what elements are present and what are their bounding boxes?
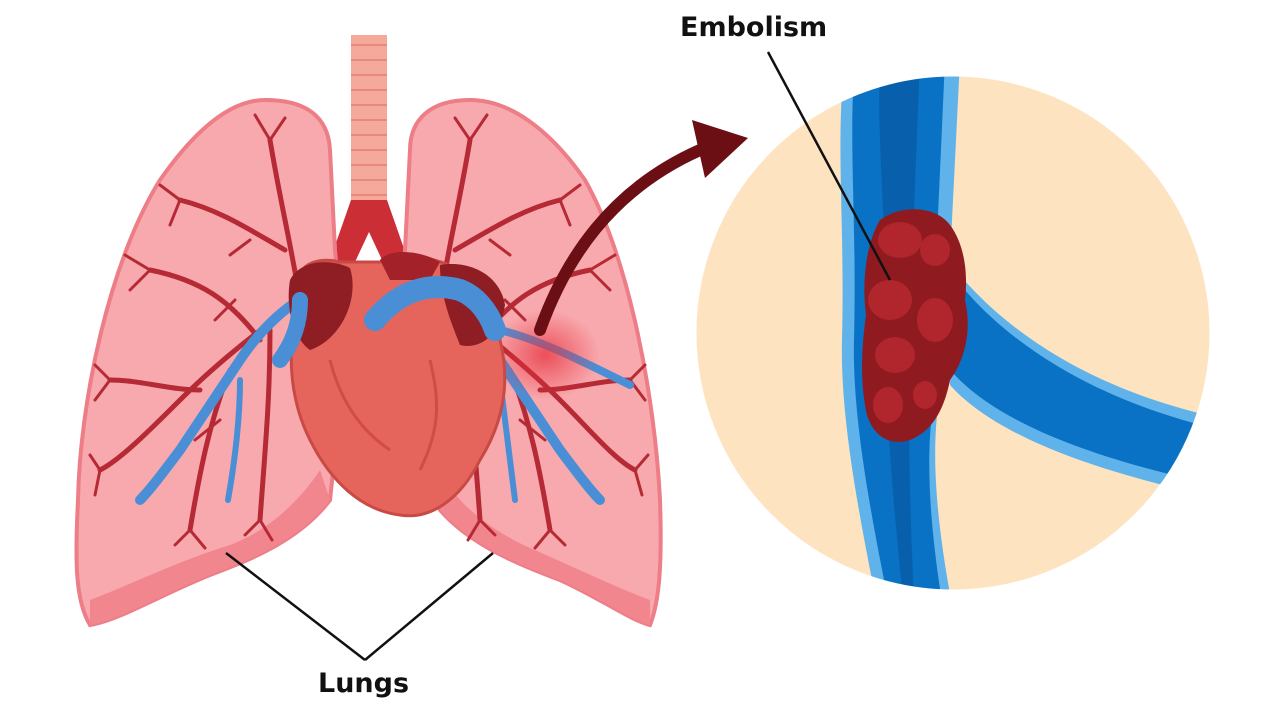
blood-clot bbox=[862, 209, 968, 442]
embolism-site-glow bbox=[490, 310, 600, 400]
lungs-label: Lungs bbox=[318, 668, 410, 699]
left-lung bbox=[74, 97, 348, 628]
trachea bbox=[330, 35, 408, 262]
callout-lines bbox=[225, 51, 892, 661]
embolism-callout-line bbox=[766, 51, 892, 281]
zoom-arrow bbox=[534, 120, 748, 336]
lungs-callout-line-left bbox=[225, 552, 366, 661]
embolism-label: Embolism bbox=[680, 12, 828, 43]
lungs-callout-line-right bbox=[364, 552, 494, 661]
heart bbox=[272, 251, 507, 518]
